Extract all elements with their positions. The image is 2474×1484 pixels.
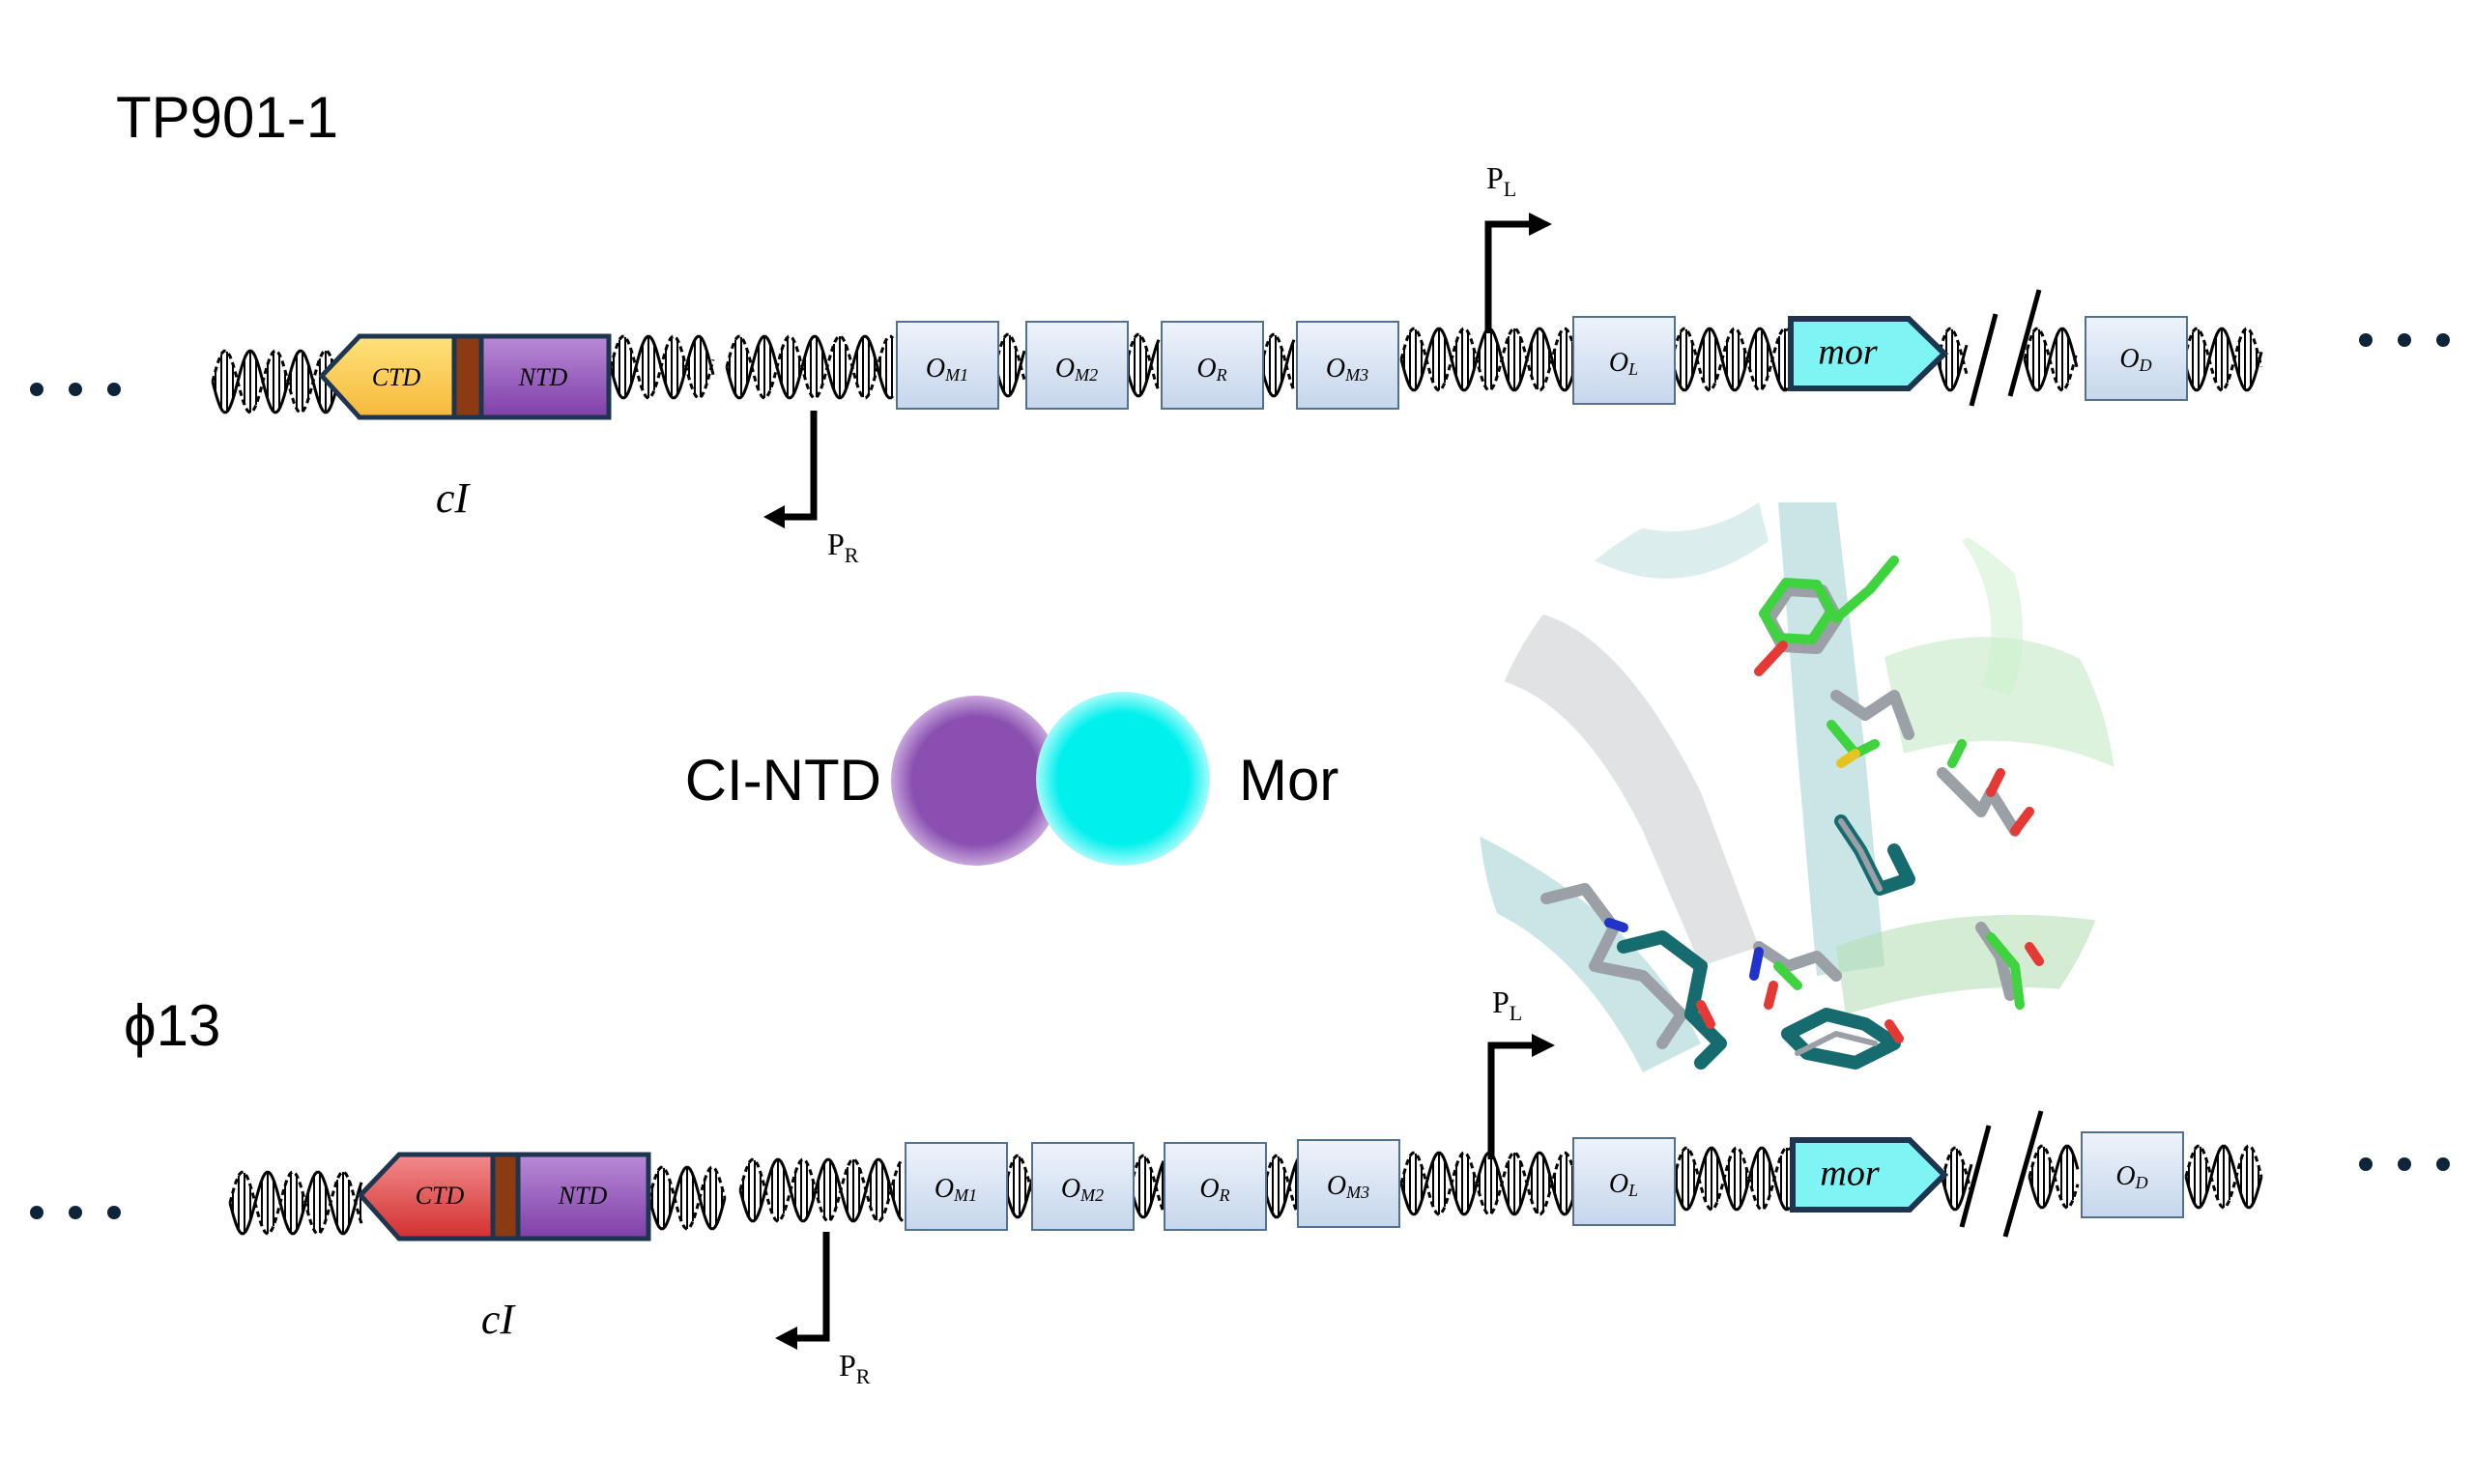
dna-helix bbox=[1129, 1154, 1165, 1219]
operator-om2: OM2 bbox=[1031, 1142, 1135, 1231]
svg-text:OR: OR bbox=[1196, 354, 1226, 385]
svg-text:OM2: OM2 bbox=[1055, 354, 1098, 385]
arrowhead bbox=[763, 505, 785, 528]
pl-promoter-arrow bbox=[1487, 1042, 1535, 1159]
arrowhead bbox=[1529, 213, 1552, 236]
mor-sphere bbox=[1036, 692, 1210, 866]
dna-helix bbox=[993, 332, 1026, 398]
operator-om3: OM3 bbox=[1296, 321, 1399, 410]
right-ellipsis bbox=[2359, 1157, 2450, 1171]
panel-tp901-1: TP901-1 CTD NTD bbox=[30, 85, 2450, 567]
operator-or: OR bbox=[1164, 1142, 1267, 1231]
pl-promoter: PL bbox=[1487, 985, 1555, 1159]
linker-segment bbox=[490, 1152, 521, 1241]
svg-text:OM3: OM3 bbox=[1326, 354, 1368, 385]
mor-gene: mor bbox=[1790, 1137, 1949, 1213]
dna-helix bbox=[1941, 1146, 1973, 1212]
pr-promoter: PR bbox=[763, 411, 859, 567]
pr-label: PR bbox=[827, 527, 859, 567]
ntd-domain bbox=[478, 333, 612, 420]
linker-segment bbox=[451, 333, 484, 420]
pl-label: PL bbox=[1492, 985, 1522, 1025]
operator-om1: OM1 bbox=[896, 321, 999, 410]
ci-ntd-mor-complex: CI-NTD Mor bbox=[685, 692, 1338, 866]
operator-om3: OM3 bbox=[1297, 1139, 1400, 1228]
dna-helix bbox=[211, 349, 340, 414]
svg-text:OD: OD bbox=[2115, 1161, 2147, 1192]
dna-helix bbox=[1003, 1154, 1034, 1219]
dna-helix bbox=[738, 1157, 905, 1223]
mor-protein-label: Mor bbox=[1239, 748, 1338, 813]
dna-helix bbox=[609, 334, 715, 400]
ctd-label: CTD bbox=[372, 363, 421, 391]
pr-promoter-arrow bbox=[785, 411, 818, 521]
pl-promoter-arrow bbox=[1484, 220, 1532, 333]
pl-label: PL bbox=[1486, 160, 1516, 201]
gene-label: cI bbox=[436, 474, 472, 522]
ntd-domain bbox=[515, 1152, 651, 1241]
svg-text:OM2: OM2 bbox=[1061, 1174, 1104, 1205]
ntd-label: NTD bbox=[518, 363, 568, 391]
right-ellipsis bbox=[2359, 333, 2450, 347]
dna-helix bbox=[725, 334, 895, 400]
svg-text:OM1: OM1 bbox=[926, 354, 968, 385]
pr-label: PR bbox=[839, 1348, 871, 1388]
ci-gene: CTD NTD cI bbox=[357, 1152, 651, 1343]
ci-ntd-label: CI-NTD bbox=[685, 748, 881, 813]
dna-helix bbox=[1399, 1151, 1577, 1216]
ctd-label: CTD bbox=[416, 1182, 465, 1210]
pr-promoter: PR bbox=[775, 1232, 871, 1388]
structure-inset bbox=[1479, 488, 2116, 1126]
svg-text:OM1: OM1 bbox=[935, 1174, 977, 1205]
panel-phi13: ϕ13 CTD NTD cI bbox=[30, 985, 2450, 1388]
left-ellipsis bbox=[30, 1206, 121, 1219]
dna-helix bbox=[1399, 327, 1577, 392]
dna-helix bbox=[1124, 332, 1161, 398]
dna-helix bbox=[1262, 1154, 1301, 1219]
ci-ntd-sphere bbox=[891, 696, 1061, 866]
panel-title: TP901-1 bbox=[116, 85, 338, 150]
ci-gene: CTD NTD cI bbox=[318, 333, 612, 522]
mor-label: mor bbox=[1818, 332, 1877, 373]
dna-helix bbox=[2184, 1144, 2263, 1210]
operator-ol: OL bbox=[1572, 1137, 1676, 1226]
svg-text:OR: OR bbox=[1199, 1174, 1229, 1205]
operator-ol: OL bbox=[1572, 316, 1676, 405]
operator-om1: OM1 bbox=[905, 1142, 1008, 1231]
dna-helix bbox=[228, 1170, 363, 1236]
dna-helix bbox=[1672, 1146, 1792, 1212]
gene-label: cI bbox=[481, 1296, 517, 1343]
svg-text:OM3: OM3 bbox=[1327, 1171, 1369, 1202]
dna-helix bbox=[2028, 1144, 2080, 1210]
ntd-label: NTD bbox=[558, 1182, 608, 1210]
dna-helix bbox=[2182, 327, 2263, 392]
operator-or: OR bbox=[1161, 321, 1264, 410]
dna-helix bbox=[647, 1165, 727, 1231]
arrowhead bbox=[1532, 1034, 1555, 1057]
pr-promoter-arrow bbox=[797, 1232, 830, 1342]
dna-helix bbox=[1259, 332, 1296, 398]
operator-od: OD bbox=[2085, 316, 2188, 401]
sequence-break-mark bbox=[1959, 1110, 2044, 1238]
dna-helix bbox=[1670, 327, 1790, 392]
mor-label: mor bbox=[1820, 1154, 1879, 1194]
arrowhead bbox=[775, 1327, 797, 1350]
operator-od: OD bbox=[2081, 1131, 2184, 1218]
left-ellipsis bbox=[30, 383, 121, 396]
pl-promoter: PL bbox=[1484, 160, 1552, 333]
operator-om2: OM2 bbox=[1025, 321, 1129, 410]
svg-text:OL: OL bbox=[1609, 1169, 1638, 1200]
svg-text:OD: OD bbox=[2119, 344, 2151, 375]
mor-gene: mor bbox=[1788, 316, 1949, 391]
svg-text:OL: OL bbox=[1609, 348, 1638, 379]
dna-helix bbox=[2023, 327, 2079, 392]
sequence-break-mark bbox=[1969, 289, 2042, 407]
panel-title: ϕ13 bbox=[124, 993, 220, 1058]
